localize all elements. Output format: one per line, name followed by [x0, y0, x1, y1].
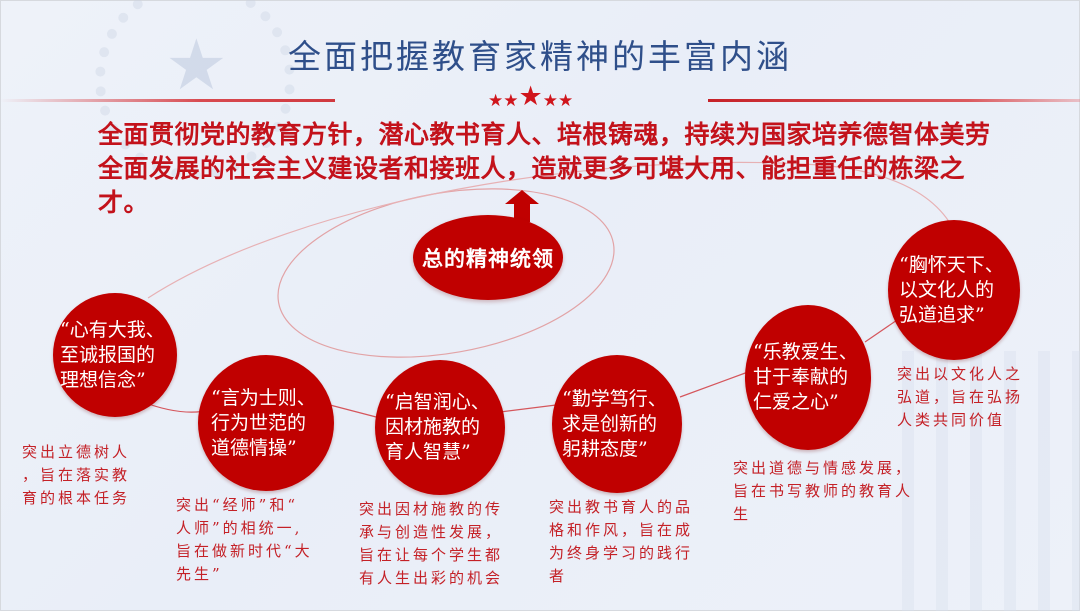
- node-benevolent-heart: “乐教爱生、 甘于奉献的 仁爱之心”: [745, 305, 871, 450]
- node-ideal-belief: “心有大我、 至诚报国的 理想信念”: [53, 293, 177, 417]
- star-icon: ★: [488, 91, 504, 111]
- background-star-icon: ★: [165, 24, 228, 106]
- node-description: 突出立德树人 ，旨在落实教 育的根本任务: [22, 443, 131, 507]
- leader-label: 总的精神统领: [422, 246, 554, 271]
- background-building: [880, 351, 1080, 611]
- title-rule-right: [708, 99, 1080, 102]
- node-pursuit-of-dao: “胸怀天下、 以文化人的 弘道追求”: [888, 220, 1020, 360]
- node-educational-wisdom: “启智润心、 因材施教的 育人智慧”: [375, 360, 505, 495]
- star-icon: ★: [542, 91, 558, 111]
- slide-title: 全面把握教育家精神的丰富内涵: [288, 37, 792, 76]
- node-label: “乐教爱生、 甘于奉献的 仁爱之心”: [753, 341, 858, 413]
- main-statement: 全面贯彻党的教育方针，潜心教书育人、培根铸魂，持续为国家培养德智体美劳全面发展的…: [98, 120, 991, 217]
- stars-decoration: ★ ★ ★ ★ ★: [488, 81, 574, 112]
- node-description: 突出教书育人的品 格和作风，旨在成 为终身学习的践行 者: [549, 498, 694, 585]
- star-icon: ★: [557, 91, 574, 111]
- star-icon: ★: [518, 81, 543, 112]
- node-label: “启智润心、 因材施教的 育人智慧”: [385, 391, 490, 463]
- node-description: 突出道德与情感发展， 旨在书写教师的教育人 生: [733, 459, 914, 523]
- leader-ellipse: 总的精神统领: [413, 215, 563, 300]
- title-rule-left: [0, 99, 335, 102]
- node-description: 突出以文化人之 弘道，旨在弘扬 人类共同价值: [897, 365, 1024, 429]
- star-icon: ★: [503, 91, 519, 111]
- node-moral-sentiment: “言为士则、 行为世范的 道德情操”: [198, 355, 334, 491]
- node-label: “心有大我、 至诚报国的 理想信念”: [60, 318, 165, 391]
- node-label: “勤学笃行、 求是创新的 躬耕态度”: [562, 387, 667, 460]
- node-label: “胸怀天下、 以文化人的 弘道追求”: [899, 253, 1004, 326]
- node-description: 突出“经师”和“ 人师”的相统一, 旨在做新时代“大 先生”: [176, 496, 313, 583]
- node-label: “言为士则、 行为世范的 道德情操”: [211, 386, 316, 459]
- up-arrow-icon: [505, 190, 539, 222]
- node-description: 突出因材施教的传 承与创造性发展， 旨在让每个学生都 有人生出彩的机会: [359, 500, 504, 587]
- node-diligent-attitude: “勤学笃行、 求是创新的 躬耕态度”: [552, 355, 682, 493]
